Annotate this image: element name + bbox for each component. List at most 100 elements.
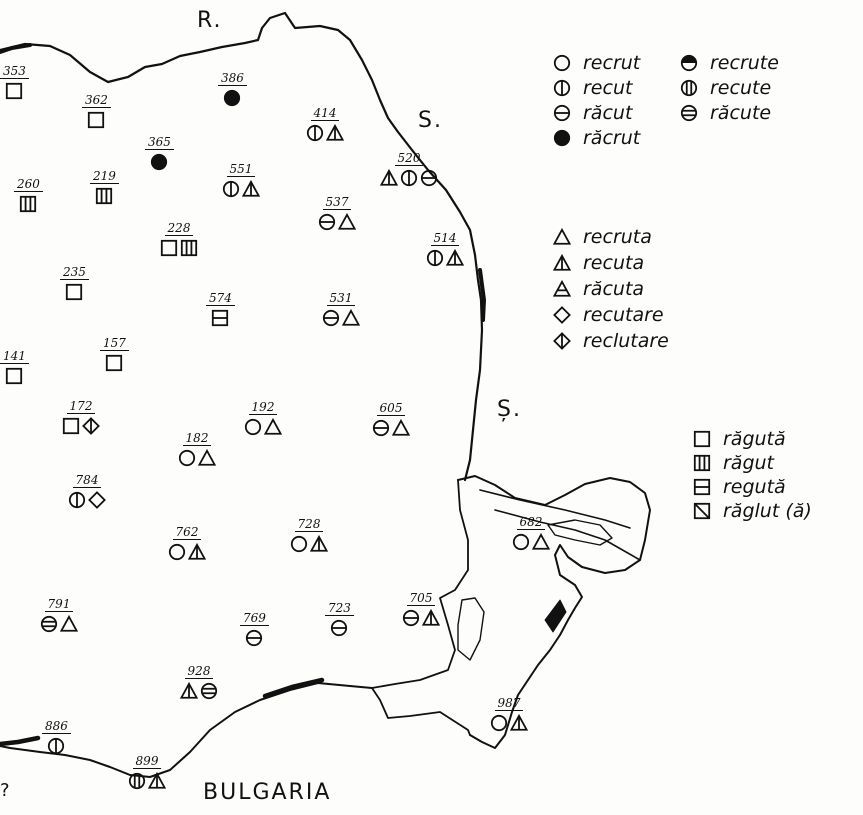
point-number: 362 (82, 94, 111, 108)
point-symbols (19, 195, 37, 213)
point-number: 228 (164, 222, 194, 236)
bar-triangle-icon (326, 124, 344, 141)
open-square-icon (88, 111, 105, 129)
map-point: 235 (60, 266, 89, 301)
danube-west-branch (371, 479, 469, 689)
point-number: 172 (66, 400, 96, 414)
open-circle-icon (490, 714, 508, 732)
map-point: 531 (322, 292, 360, 327)
open-triangle-icon (392, 419, 410, 436)
point-symbols (62, 417, 100, 435)
point-number: 353 (0, 65, 29, 79)
point-number: 520 (394, 152, 424, 166)
bar-triangle-icon (422, 609, 440, 626)
point-number: 551 (226, 163, 256, 177)
map-point: 605 (372, 402, 410, 437)
vbar-circle-icon (222, 180, 240, 198)
hbar-square-icon (212, 309, 229, 327)
map-point: 899 (128, 755, 166, 790)
vbar-square-icon (96, 187, 113, 205)
half-circle-icon (680, 54, 698, 72)
legend-label: recutare (583, 304, 664, 326)
map-point: 886 (42, 720, 71, 755)
vbar-circle-icon (48, 737, 65, 755)
filled-circle-icon (151, 153, 168, 171)
map-point: 769 (240, 612, 269, 647)
point-number: 762 (172, 526, 202, 540)
point-symbols (290, 535, 328, 553)
legend-item: răcuta (553, 278, 644, 300)
open-square-icon (6, 82, 23, 100)
map-point: 386 (218, 72, 247, 107)
map-point: 574 (206, 292, 235, 327)
inner-lake (457, 597, 485, 661)
point-symbols (68, 491, 106, 509)
map-point: 537 (318, 196, 356, 231)
open-circle-icon (244, 418, 262, 436)
legend-label: răgută (723, 428, 786, 450)
delta-arm-mid (494, 509, 641, 561)
open-circle-icon (512, 533, 530, 551)
delta-outline (457, 475, 651, 749)
point-symbols (95, 187, 113, 205)
point-symbols (105, 354, 123, 372)
map-point: 762 (168, 526, 206, 561)
open-square-icon (160, 239, 178, 257)
diag-square-icon (693, 502, 711, 520)
map-point: 362 (82, 94, 111, 129)
legend-label: răcuta (583, 278, 645, 300)
bar-triangle-icon (148, 772, 166, 789)
open-diamond-icon (88, 491, 106, 509)
map-label-top: R. (197, 8, 223, 33)
point-number: 928 (184, 665, 214, 679)
open-triangle-icon (342, 309, 360, 326)
point-number: 886 (42, 720, 71, 734)
map-point: 791 (40, 598, 78, 633)
vbar-circle-icon (68, 491, 86, 509)
point-number: 260 (14, 178, 43, 192)
hbar-circle-icon (420, 169, 438, 187)
open-square-icon (693, 430, 711, 448)
point-number: 365 (145, 136, 174, 150)
bar-triangle-icon (242, 180, 260, 197)
open-square-icon (6, 367, 23, 385)
point-number: 157 (100, 337, 129, 351)
point-number: 531 (326, 292, 356, 306)
vbar-square-icon (180, 239, 198, 257)
legend-label: recuta (583, 252, 645, 274)
map-point: 414 (306, 107, 344, 142)
open-triangle-icon (532, 533, 550, 550)
map-label-sea2: Ș. (497, 397, 522, 422)
point-number: 791 (44, 598, 74, 612)
point-number: 141 (0, 350, 29, 364)
point-number: 514 (430, 232, 460, 246)
legend-item: răgută (693, 428, 786, 450)
point-symbols (223, 89, 241, 107)
legend-label: recut (583, 77, 633, 99)
filled-circle-icon (224, 89, 241, 107)
point-symbols (245, 629, 263, 647)
map-label-sea1: S. (418, 108, 443, 133)
point-number: 414 (310, 107, 340, 121)
point-number: 769 (240, 612, 269, 626)
open-triangle-icon (338, 213, 356, 230)
vbar-square-icon (693, 454, 711, 472)
legend-item: reclutare (553, 330, 669, 352)
point-symbols (380, 169, 438, 187)
point-number: 605 (376, 402, 406, 416)
point-symbols (330, 619, 348, 637)
point-number: 182 (182, 432, 212, 446)
point-number: 192 (248, 401, 278, 415)
legend-item: recut (553, 77, 632, 99)
legend-label: recrut (583, 52, 641, 74)
vbar-circle-icon (306, 124, 324, 142)
point-number: 682 (516, 516, 546, 530)
delta-lake (547, 519, 613, 546)
bar-triangle-icon (510, 714, 528, 731)
map-point: 141 (0, 350, 29, 385)
point-number: 574 (206, 292, 235, 306)
point-symbols (318, 213, 356, 231)
map-point: 260 (14, 178, 43, 213)
point-symbols (512, 533, 550, 551)
